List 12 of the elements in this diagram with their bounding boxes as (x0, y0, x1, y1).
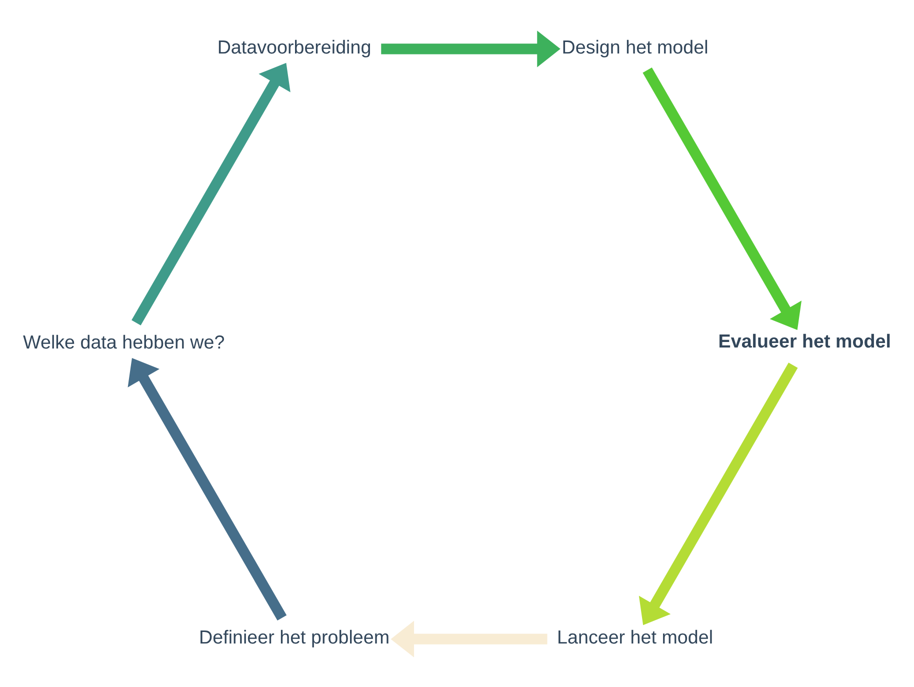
arrow (390, 620, 548, 657)
arrow (638, 362, 798, 625)
node-text: Datavoorbereiding (217, 36, 372, 57)
node-text: Welke data hebben we? (23, 330, 225, 352)
arrow (132, 62, 290, 325)
node-text: Evalueer het model (718, 330, 891, 351)
node-text: Definieer het probleem (199, 626, 390, 648)
arrow (128, 358, 287, 620)
node-text: Lanceer het model (557, 626, 714, 648)
arrow (381, 30, 560, 67)
node-text: Design het model (562, 36, 708, 57)
arrow (642, 66, 802, 330)
